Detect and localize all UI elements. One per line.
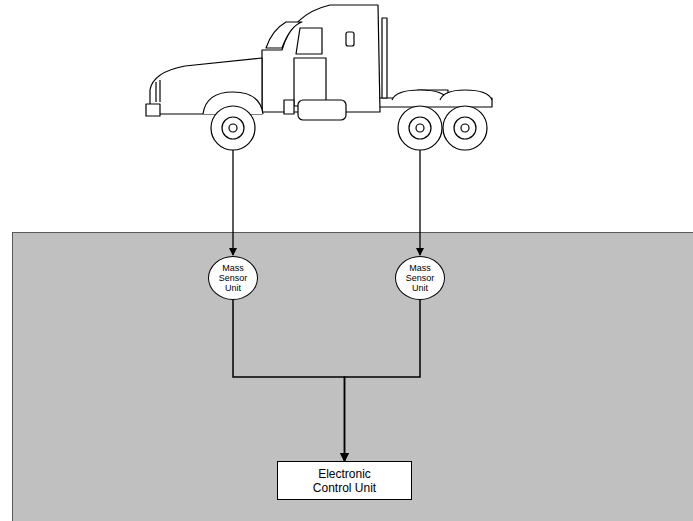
- signal-connector: [345, 300, 421, 461]
- node-label: Mass Sensor Unit: [403, 263, 437, 293]
- signal-connector: [233, 300, 345, 461]
- sensor-circle: Mass Sensor Unit: [208, 256, 258, 300]
- node-label: Electronic Control Unit: [303, 467, 387, 495]
- node-label: Mass Sensor Unit: [216, 263, 250, 293]
- sensor-circle: Mass Sensor Unit: [395, 256, 445, 300]
- load-arrow: [419, 150, 420, 255]
- control-unit-box: Electronic Control Unit: [277, 461, 412, 500]
- load-arrow: [232, 150, 233, 255]
